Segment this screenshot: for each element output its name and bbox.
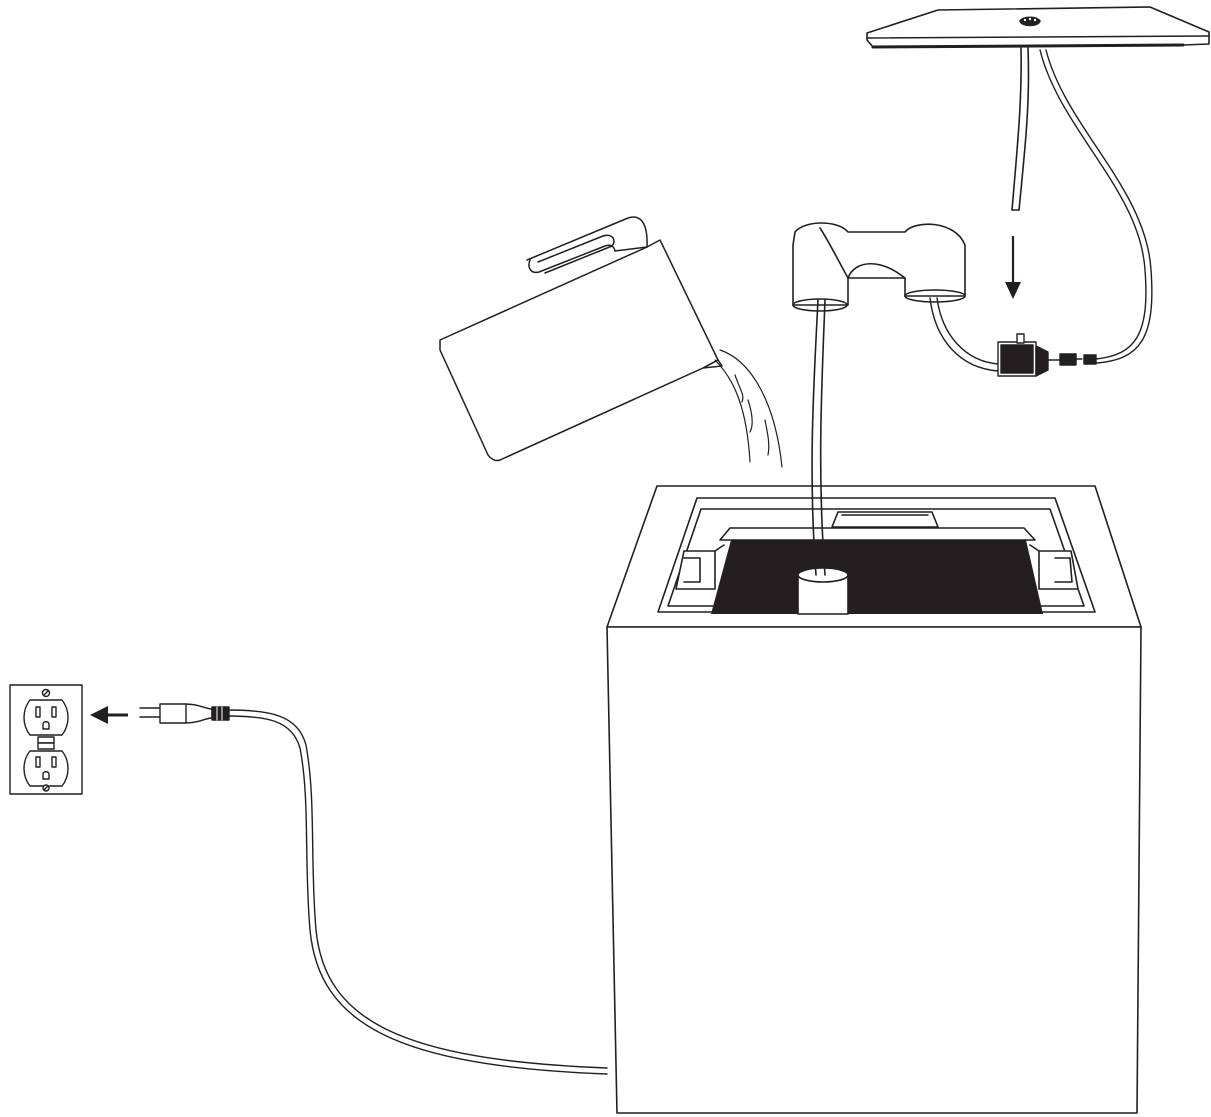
- top-tray: [867, 7, 1209, 47]
- power-cord: [228, 710, 607, 1074]
- tray-tube: [1012, 48, 1029, 210]
- pump-hose: [930, 298, 998, 371]
- center-pipe: [798, 568, 848, 614]
- water-reservoir: [711, 540, 1043, 614]
- power-plug: [140, 704, 229, 723]
- water-stream: [715, 350, 782, 467]
- submersible-pump: [998, 334, 1060, 376]
- wall-outlet: [10, 685, 82, 794]
- elbow-fitting: [793, 223, 965, 311]
- water-pitcher: [440, 217, 722, 461]
- left-arrow-icon: [90, 706, 128, 724]
- inline-connector: [1040, 50, 1152, 365]
- down-arrow-icon: [1005, 236, 1021, 299]
